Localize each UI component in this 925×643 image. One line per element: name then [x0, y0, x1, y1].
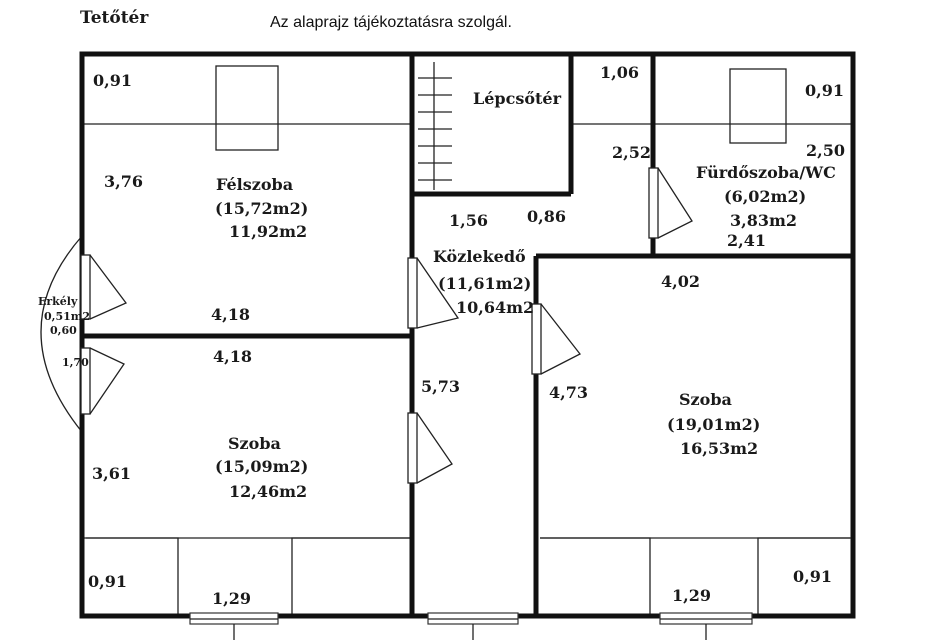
room-area-net-furdoszoba: 3,83m2: [730, 211, 797, 230]
dim-felszoba-side: 3,76: [104, 172, 143, 191]
door-felszoba[interactable]: [80, 254, 128, 320]
skylight-furdoszoba: [729, 68, 787, 144]
door-furdoszoba[interactable]: [648, 167, 693, 239]
room-area-gross-szoba-right: (19,01m2): [667, 415, 760, 434]
window-szoba-right: [659, 612, 753, 640]
room-area-gross-felszoba: (15,72m2): [215, 199, 308, 218]
dim-szoba-left-top: 4,18: [213, 347, 252, 366]
builtin-box-bottom-right-1: [540, 537, 651, 615]
room-area-gross-kozlekedo: (11,61m2): [438, 274, 531, 293]
door-szoba-left[interactable]: [80, 347, 125, 415]
dim-szoba-right-top: 4,02: [661, 272, 700, 291]
dim-corridor-side: 5,73: [421, 377, 460, 396]
door-szoba-right[interactable]: [531, 303, 581, 375]
room-name-lepcsoter: Lépcsőtér: [473, 89, 562, 108]
dim-szoba-left-window: 1,29: [212, 589, 251, 608]
disclaimer-note: Az alaprajz tájékoztatásra szolgál.: [270, 14, 512, 31]
dim-felszoba-bottom: 4,18: [211, 305, 250, 324]
room-area-net-szoba-left: 12,46m2: [229, 482, 307, 501]
builtin-box-bottom-left-1: [86, 537, 179, 615]
room-area-gross-furdoszoba: (6,02m2): [724, 187, 806, 206]
room-area-net-szoba-right: 16,53m2: [680, 439, 758, 458]
dim-furdo-bottom: 2,41: [727, 231, 766, 250]
room-name-szoba-right: Szoba: [679, 390, 732, 409]
dim-furdo-top-right: 0,91: [805, 81, 844, 100]
dim-stair-side: 1,06: [600, 63, 639, 82]
dim-szoba-right-bottom-right: 0,91: [793, 567, 832, 586]
room-area-net-kozlekedo: 10,64m2: [456, 298, 534, 317]
dim-corridor-b: 0,86: [527, 207, 566, 226]
builtin-box-bottom-left-2: [291, 537, 412, 615]
door-kozlekedo-szoba-left[interactable]: [407, 412, 453, 484]
dim-furdo-right: 2,50: [806, 141, 845, 160]
room-name-furdoszoba: Fürdőszoba/WC: [696, 163, 836, 182]
dim-felszoba-top-left: 0,91: [93, 71, 132, 90]
room-name-erkely: Erkély: [38, 295, 78, 308]
room-area-net-felszoba: 11,92m2: [229, 222, 307, 241]
dim-erkely-width: 1,70: [62, 356, 89, 369]
window-szoba-left: [189, 612, 279, 640]
floor-title: Tetőtér: [80, 8, 149, 28]
walls: [79, 51, 856, 619]
dim-furdo-left: 2,52: [612, 143, 651, 162]
room-name-felszoba: Félszoba: [216, 175, 293, 194]
room-area-gross-szoba-left: (15,09m2): [215, 457, 308, 476]
dim-szoba-left-bottom-left: 0,91: [88, 572, 127, 591]
dim-szoba-right-window: 1,29: [672, 586, 711, 605]
balcony-arc: [40, 235, 83, 433]
door-kozlekedo-felszoba[interactable]: [407, 257, 460, 329]
dim-corridor-a: 1,56: [449, 211, 488, 230]
dim-szoba-right-side: 4,73: [549, 383, 588, 402]
skylight-felszoba: [215, 65, 279, 151]
staircase: [418, 62, 452, 190]
dim-szoba-left-side: 3,61: [92, 464, 131, 483]
window-kozlekedo: [427, 612, 519, 640]
builtin-box-bottom-right-2: [757, 537, 850, 615]
room-name-kozlekedo: Közlekedő: [433, 247, 526, 266]
room-area-erkely: 0,51m2: [44, 310, 90, 323]
dim-erkely-depth: 0,60: [50, 324, 77, 337]
room-name-szoba-left: Szoba: [228, 434, 281, 453]
